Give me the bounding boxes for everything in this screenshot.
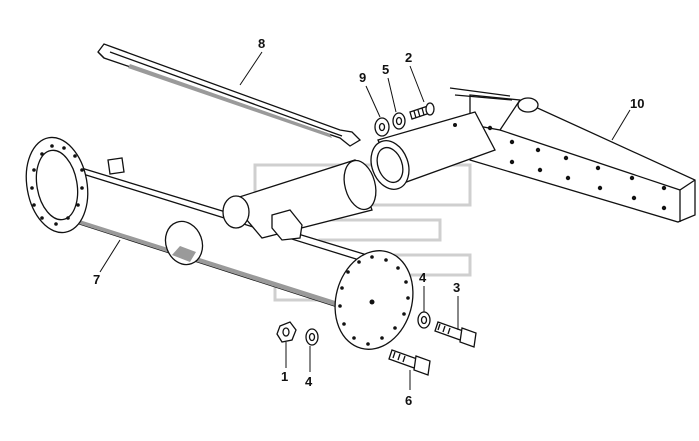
callout-1: 1 <box>281 369 288 384</box>
right-flange <box>334 250 414 350</box>
right-flange-holes <box>338 255 410 346</box>
center-knob <box>164 220 204 266</box>
callout-6: 6 <box>405 393 412 408</box>
left-flange-holes <box>30 144 84 226</box>
part-3-bolt <box>434 321 477 348</box>
connector-arm <box>107 157 377 241</box>
callout-3: 3 <box>453 280 460 295</box>
part-9-washer <box>374 117 390 137</box>
leader-lines <box>99 51 631 390</box>
callout-5: 5 <box>382 62 389 77</box>
part-6-bolt <box>388 349 431 376</box>
part-8-cover-strip <box>97 43 362 147</box>
part-4-washer-left <box>305 328 319 346</box>
callout-9: 9 <box>359 70 366 85</box>
part-4-washer-right <box>417 311 431 329</box>
part-1-nut <box>276 321 297 343</box>
callout-2: 2 <box>405 50 412 65</box>
part-10-beam <box>449 87 696 223</box>
callout-10: 10 <box>630 96 644 111</box>
part-2-screw <box>409 102 435 120</box>
callout-7: 7 <box>93 272 100 287</box>
callout-8: 8 <box>258 36 265 51</box>
callouts: 8 9 5 2 10 7 4 3 1 4 6 <box>93 36 644 408</box>
part-5-lock-washer <box>392 112 406 130</box>
left-flange <box>25 136 89 234</box>
callout-4-right: 4 <box>419 270 427 285</box>
sleeve-tube <box>370 111 496 190</box>
callout-4-left: 4 <box>305 374 313 389</box>
